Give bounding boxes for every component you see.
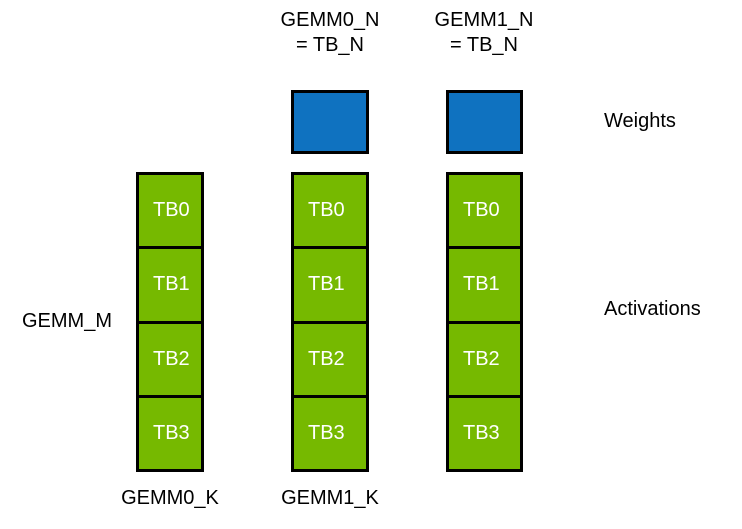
activation-column-gemm0[interactable]: TB0 TB1 TB2 TB3 [291, 172, 369, 472]
activation-cell-tb0[interactable]: TB0 [294, 175, 366, 250]
column-header-gemm1-n-line2: = TB_N [450, 34, 518, 56]
column-header-gemm1-n-line1: GEMM1_N [434, 9, 534, 31]
weight-block-gemm0[interactable] [291, 90, 369, 154]
activation-cell-tb2[interactable]: TB2 [139, 323, 201, 398]
axis-label-gemm-m: GEMM_M [22, 310, 112, 332]
activation-cell-tb3[interactable]: TB3 [294, 397, 366, 469]
axis-label-gemm1-k: GEMM1_K [281, 487, 379, 509]
activation-cell-label: TB3 [308, 421, 345, 444]
activation-cell-tb1[interactable]: TB1 [449, 249, 520, 324]
activation-cell-tb1[interactable]: TB1 [294, 249, 366, 324]
row-label-weights: Weights [604, 110, 676, 132]
axis-label-gemm0-k: GEMM0_K [121, 487, 219, 509]
activation-cell-label: TB1 [463, 273, 500, 296]
activation-cell-label: TB2 [463, 347, 500, 370]
activation-cell-label: TB1 [153, 273, 190, 296]
column-header-gemm0-n: GEMM0_N = TB_N [250, 8, 410, 58]
activation-cell-tb0[interactable]: TB0 [449, 175, 520, 250]
activation-cell-tb0[interactable]: TB0 [139, 175, 201, 250]
activation-cell-label: TB2 [308, 347, 345, 370]
activation-column-gemm1[interactable]: TB0 TB1 TB2 TB3 [446, 172, 523, 472]
weight-block-gemm1[interactable] [446, 90, 523, 154]
activation-cell-tb3[interactable]: TB3 [449, 397, 520, 469]
activation-cell-tb1[interactable]: TB1 [139, 249, 201, 324]
activation-cell-tb2[interactable]: TB2 [294, 323, 366, 398]
column-header-gemm0-n-line1: GEMM0_N [280, 9, 380, 31]
activation-cell-label: TB0 [308, 199, 345, 222]
activation-cell-label: TB3 [463, 421, 500, 444]
activation-cell-label: TB2 [153, 347, 190, 370]
row-label-activations: Activations [604, 298, 701, 320]
activation-column-input[interactable]: TB0 TB1 TB2 TB3 [136, 172, 204, 472]
activation-cell-label: TB0 [153, 199, 190, 222]
activation-cell-label: TB1 [308, 273, 345, 296]
activation-cell-label: TB3 [153, 421, 190, 444]
activation-cell-label: TB0 [463, 199, 500, 222]
column-header-gemm1-n: GEMM1_N = TB_N [404, 8, 564, 58]
activation-cell-tb3[interactable]: TB3 [139, 397, 201, 469]
column-header-gemm0-n-line2: = TB_N [296, 34, 364, 56]
activation-cell-tb2[interactable]: TB2 [449, 323, 520, 398]
